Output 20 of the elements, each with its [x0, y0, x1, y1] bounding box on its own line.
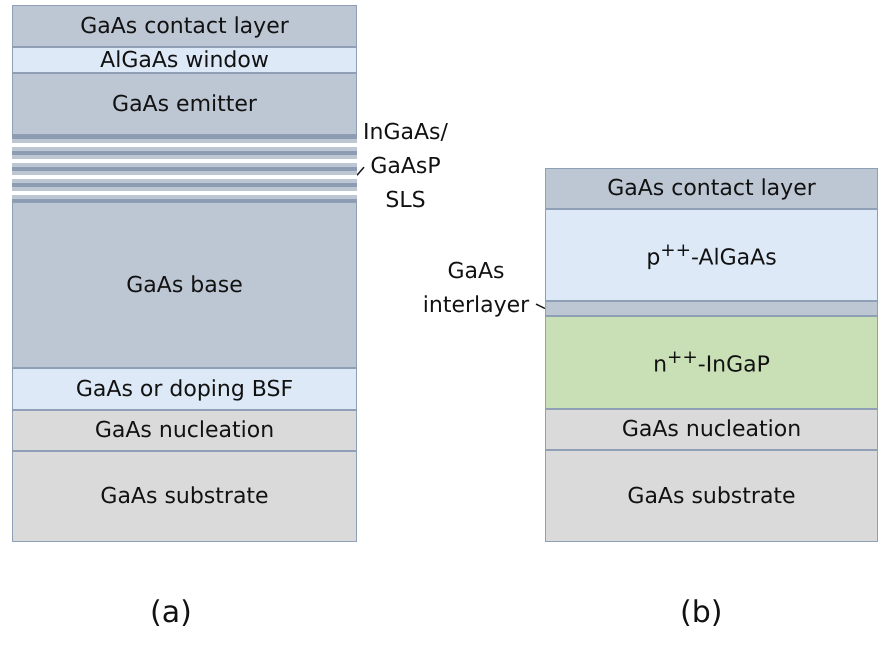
panel-label: (a) [150, 594, 192, 632]
layer-band: GaAs contact layer [12, 5, 357, 47]
layer-band: GaAs emitter [12, 73, 357, 135]
layer-band: GaAs or doping BSF [12, 368, 357, 410]
layer-band: GaAs substrate [12, 451, 357, 542]
layer-band: GaAs contact layer [545, 168, 878, 209]
panel-label: (b) [680, 594, 722, 632]
layer-band: GaAs base [12, 202, 357, 368]
sls-label: InGaAs/ GaAsP SLS [358, 116, 453, 218]
layer-band: GaAs nucleation [545, 409, 878, 450]
layer-band: GaAs nucleation [12, 410, 357, 451]
layer-band: p$^{++}$-AlGaAs [545, 209, 878, 301]
layer-band: GaAs substrate [545, 450, 878, 542]
layer-band: AlGaAs window [12, 47, 357, 73]
leader-line [536, 303, 546, 310]
leader-line [356, 166, 365, 176]
superlattice-layers [12, 135, 357, 202]
layer-band: n$^{++}$-InGaP [545, 316, 878, 409]
interlayer-band [545, 301, 878, 316]
interlayer-label: GaAs interlayer [410, 255, 542, 324]
